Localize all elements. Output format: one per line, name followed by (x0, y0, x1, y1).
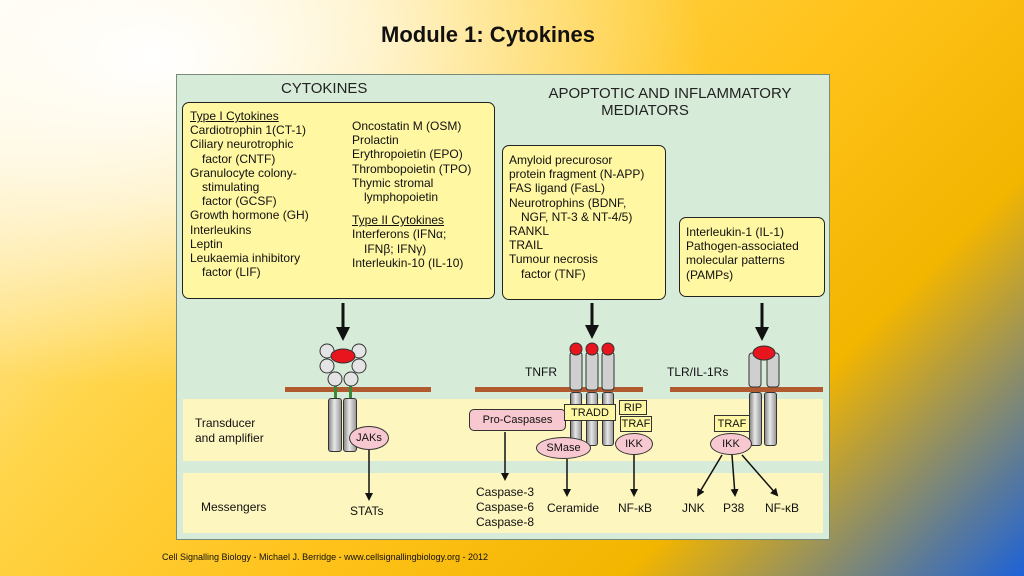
type-i-cytokine-item: factor (CNTF) (202, 151, 276, 166)
messenger-band (183, 473, 823, 533)
inflammatory-mediator-item: Interleukin-1 (IL-1) (686, 225, 785, 239)
inflammatory-mediator-item: Pathogen-associated (686, 239, 799, 254)
type-ii-cytokine-item: Interferons (IFNα; (352, 227, 447, 242)
receptor-stem (334, 383, 337, 399)
cytokine-receptor-subunit (328, 398, 342, 452)
signalling-figure: CYTOKINES APOPTOTIC AND INFLAMMATORY MED… (176, 74, 830, 540)
traf-box: TRAF (620, 416, 652, 432)
caspases-label: Caspase-3 Caspase-6 Caspase-8 (469, 485, 541, 530)
cytokines-heading: CYTOKINES (281, 80, 368, 97)
membrane-tlr (670, 387, 823, 392)
jaks-ellipse: JAKs (349, 426, 389, 450)
tnfr-label: TNFR (525, 365, 557, 379)
tlr-label: TLR/IL-1Rs (667, 365, 729, 379)
arrow-jnk (696, 454, 723, 497)
caspase-8-label: Caspase-8 (475, 515, 535, 529)
arrows-layer (336, 303, 779, 501)
nfkb-label-tlr: NF-κB (765, 501, 799, 515)
apoptotic-mediator-item: factor (TNF) (521, 266, 586, 281)
apoptotic-mediator-item: Neurotrophins (BDNF, (509, 195, 627, 210)
inflammatory-mediator-item: (PAMPs) (686, 267, 734, 282)
apoptotic-mediator-item: FAS ligand (FasL) (509, 181, 606, 196)
cytokine-list-box: Type I Cytokines Cardiotrophin 1(CT-1)Ci… (182, 102, 495, 299)
messengers-label: Messengers (201, 500, 267, 514)
tlr-subunit (764, 392, 777, 446)
cytokine-item: Thrombopoietin (TPO) (352, 161, 472, 176)
apoptotic-mediator-item: Tumour necrosis (509, 252, 598, 267)
type-i-column: Type I Cytokines Cardiotrophin 1(CT-1)Ci… (190, 109, 309, 279)
slide-title: Module 1: Cytokines (381, 22, 595, 47)
tradd-box: TRADD (564, 404, 616, 421)
type-i-cytokine-item: Cardiotrophin 1(CT-1) (190, 123, 307, 138)
caspase-3-label: Caspase-3 (475, 485, 535, 499)
apoptotic-mediator-item: Amyloid precurosor (509, 153, 613, 167)
type-i-list: Cardiotrophin 1(CT-1)Ciliary neurotrophi… (190, 123, 309, 279)
cytokine-item: Thymic stromal (352, 175, 434, 190)
type-i-heading: Type I Cytokines (190, 109, 279, 123)
tnfr-receptor (569, 342, 615, 391)
membrane-tnfr (475, 387, 643, 392)
mediators-heading: APOPTOTIC AND INFLAMMATORY MEDIATORS (520, 85, 820, 119)
rip-box: RIP (619, 400, 647, 415)
traf-box-tlr: TRAF (714, 415, 750, 432)
membrane-cytokine (285, 387, 431, 392)
pro-caspases-box: Pro-Caspases (469, 409, 566, 431)
tlr-receptor (748, 345, 780, 388)
apoptotic-mediator-item: protein fragment (N-APP) (509, 167, 645, 182)
ikk-ellipse-tlr: IKK (710, 433, 752, 455)
type-ii-list: Interferons (IFNα;IFNβ; IFNγ)Interleukin… (352, 227, 471, 270)
type-i-cytokine-item: Granulocyte colony- (190, 165, 297, 180)
type-i-cytokine-item: Leptin (190, 236, 223, 251)
mediators-heading-line2: MEDIATORS (601, 102, 689, 119)
arrow-p38 (730, 454, 739, 497)
cytokine-item: lymphopoietin (364, 190, 439, 205)
type-ii-heading: Type II Cytokines (352, 213, 445, 228)
ikk-ellipse: IKK (615, 433, 653, 455)
transducer-label-line1: Transducer (195, 416, 256, 430)
type-ii-cytokine-item: IFNβ; IFNγ) (364, 241, 427, 256)
type-i-cytokine-item: factor (LIF) (202, 265, 261, 280)
type-i-cytokine-item: Interleukins (190, 222, 252, 237)
type-i-cytokine-item: Growth hormone (GH) (190, 208, 309, 223)
stats-label: STATs (350, 504, 384, 518)
transducer-label: Transducer and amplifier (195, 416, 264, 446)
receptor-stem (349, 383, 352, 399)
type-i-cytokine-item: factor (GCSF) (202, 194, 277, 209)
cytokine-item: Prolactin (352, 133, 399, 148)
apoptotic-mediator-item: TRAIL (509, 238, 544, 253)
p38-label: P38 (723, 501, 745, 515)
ceramide-label: Ceramide (547, 501, 600, 515)
cytokine-receptor-complex (319, 343, 367, 387)
transducer-label-line2: and amplifier (195, 431, 264, 445)
jnk-label: JNK (682, 501, 705, 515)
type-i-cytokine-item: stimulating (202, 180, 260, 195)
inflammatory-mediator-item: molecular patterns (686, 253, 785, 268)
cytokine-item: Erythropoietin (EPO) (352, 147, 463, 162)
arrow-nfkb-tlr (741, 454, 779, 497)
smase-ellipse: SMase (536, 437, 591, 459)
slide-footer: Cell Signalling Biology - Michael J. Ber… (162, 552, 488, 562)
apoptotic-mediator-item: NGF, NT-3 & NT-4/5) (521, 209, 633, 224)
mediators-heading-line1: APOPTOTIC AND INFLAMMATORY (548, 85, 792, 102)
apoptotic-mediator-item: RANKL (509, 224, 550, 239)
type-i-cytokine-item: Ciliary neurotrophic (190, 137, 294, 152)
nfkb-label: NF-κB (618, 501, 652, 515)
cytokine-item: Oncostatin M (OSM) (352, 119, 462, 133)
caspase-6-label: Caspase-6 (475, 500, 535, 514)
type-ii-cytokine-item: Interleukin-10 (IL-10) (352, 255, 464, 270)
type-i-cytokine-item: Leukaemia inhibitory (190, 251, 301, 266)
